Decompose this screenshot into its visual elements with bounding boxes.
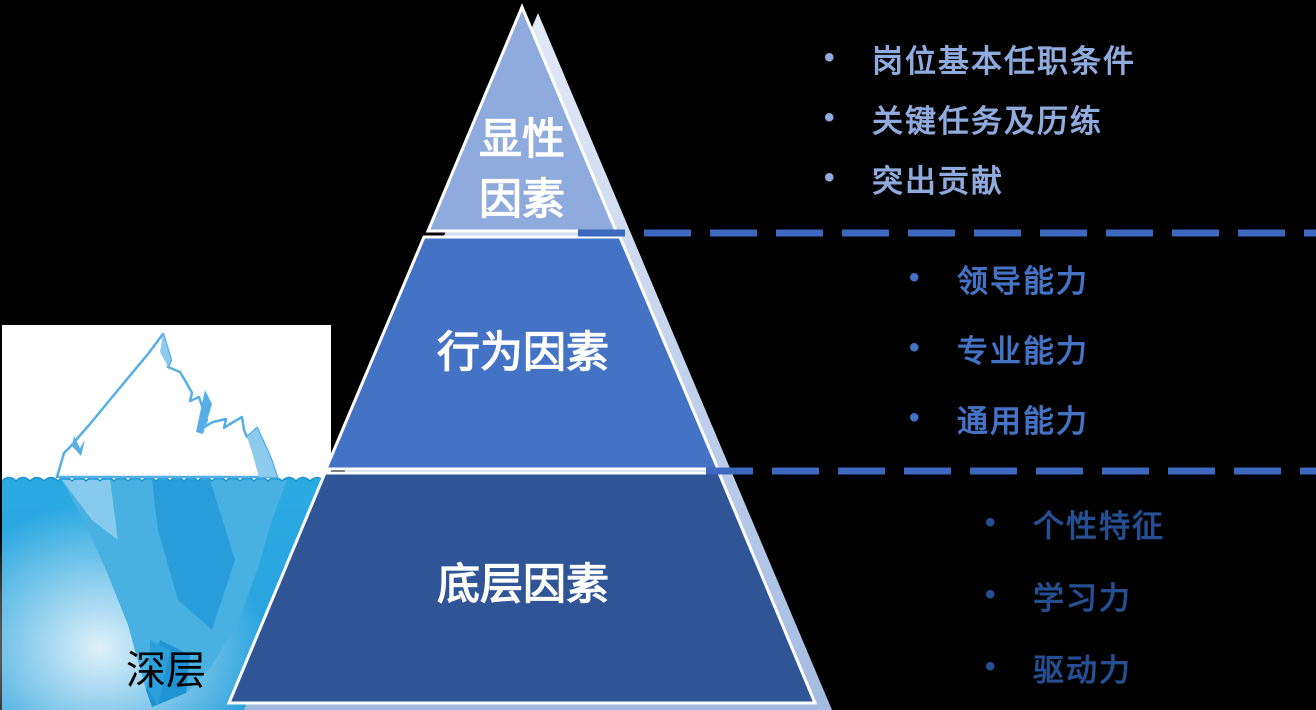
iceberg-above-water <box>55 332 279 479</box>
list-item: • 学习力 <box>985 559 1165 631</box>
list-item-label: 岗位基本任职条件 <box>872 43 1136 79</box>
list-item-label: 个性特征 <box>1033 508 1165 544</box>
list-item: • 突出贡献 <box>824 148 1136 208</box>
list-item: • 领导能力 <box>909 243 1089 313</box>
list-item: • 岗位基本任职条件 <box>824 28 1136 88</box>
deep-layer-caption: 深层 <box>126 649 206 693</box>
bullet-icon: • <box>824 161 835 194</box>
list-item-label: 领导能力 <box>957 263 1089 299</box>
bullet-icon: • <box>985 506 996 539</box>
list-item: • 关键任务及历练 <box>824 88 1136 148</box>
list-item-label: 学习力 <box>1033 580 1132 616</box>
base-factors-list: • 个性特征 • 学习力 • 驱动力 <box>985 487 1165 703</box>
list-item-label: 关键任务及历练 <box>872 103 1103 139</box>
bullet-icon: • <box>824 101 835 134</box>
list-item: • 个性特征 <box>985 487 1165 559</box>
list-item-label: 专业能力 <box>957 333 1089 369</box>
bullet-icon: • <box>985 578 996 611</box>
pyramid-label-behavior: 行为因素 <box>437 329 609 377</box>
bullet-icon: • <box>824 41 835 74</box>
pyramid-label-explicit-line1: 显性 <box>479 116 565 164</box>
list-item: • 专业能力 <box>909 313 1089 383</box>
bullet-icon: • <box>909 261 920 294</box>
pyramid-level-explicit <box>425 3 619 233</box>
pyramid-label-base: 底层因素 <box>437 561 609 609</box>
list-item-label: 突出贡献 <box>872 163 1004 199</box>
list-item-label: 通用能力 <box>957 403 1089 439</box>
behavior-factors-list: • 领导能力 • 专业能力 • 通用能力 <box>909 243 1089 453</box>
bullet-icon: • <box>985 650 996 683</box>
bullet-icon: • <box>909 401 920 434</box>
pyramid-label-explicit: 显性 因素 <box>412 110 632 230</box>
list-item: • 驱动力 <box>985 631 1165 703</box>
iceberg-submerged <box>62 480 287 707</box>
pyramid-label-explicit-line2: 因素 <box>479 176 565 224</box>
pyramid-level-base <box>226 471 818 705</box>
bullet-icon: • <box>909 331 920 364</box>
pyramid <box>226 3 832 710</box>
list-item-label: 驱动力 <box>1033 652 1132 688</box>
explicit-factors-list: • 岗位基本任职条件 • 关键任务及历练 • 突出贡献 <box>824 28 1136 208</box>
list-item: • 通用能力 <box>909 383 1089 453</box>
